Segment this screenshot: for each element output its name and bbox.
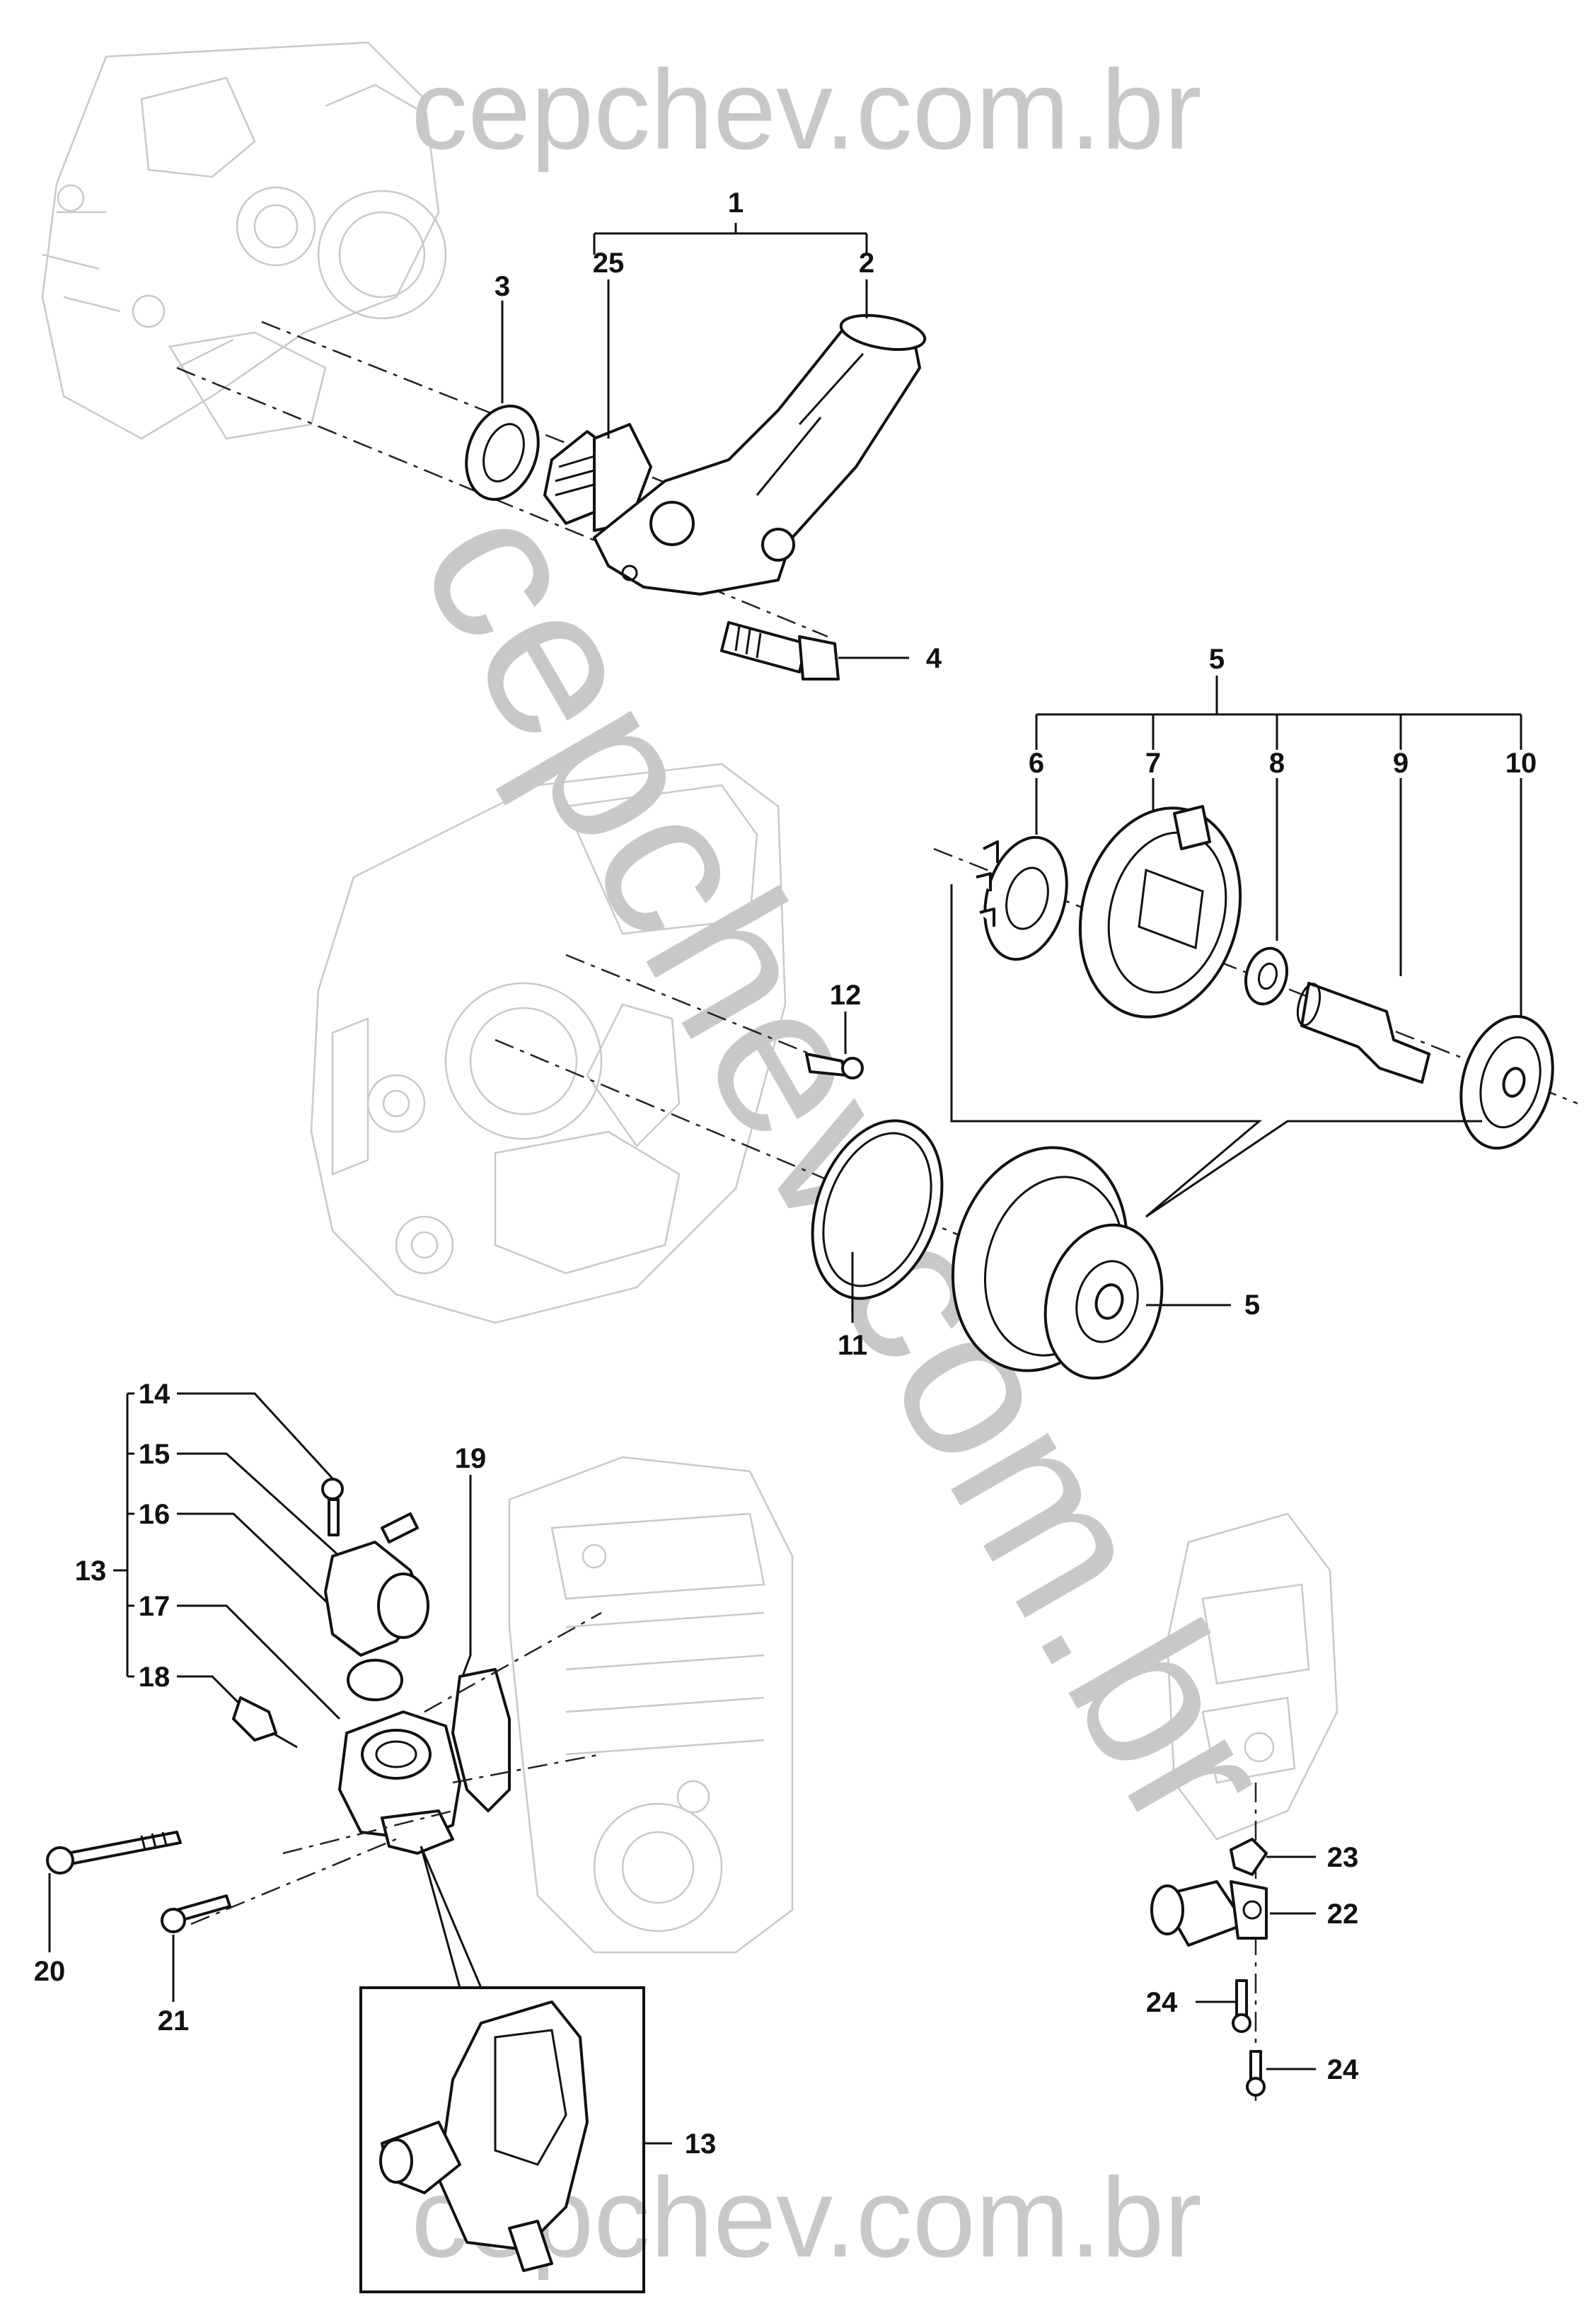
water-pump-assembly — [951, 1146, 1164, 1380]
callout-19: 19 — [455, 1443, 487, 1474]
callout-24-b: 24 — [1327, 2054, 1359, 2085]
thermostat-pipe-group — [176, 223, 927, 680]
pump-housing — [1078, 805, 1242, 1019]
callout-5-pump: 5 — [1244, 1290, 1260, 1321]
engine-block-lower-ghost — [508, 1456, 794, 1954]
screw — [805, 1053, 864, 1079]
thermostat-housing — [338, 1710, 461, 1855]
bearing-seal — [1244, 946, 1288, 1006]
screw — [321, 1478, 344, 1536]
callout-25: 25 — [593, 248, 625, 279]
pulley — [1459, 1014, 1554, 1150]
bolt — [1232, 1979, 1251, 2033]
callout-15: 15 — [139, 1439, 170, 1470]
impeller — [976, 835, 1068, 961]
thermostat-cover — [324, 1512, 429, 1657]
bolt — [1246, 2050, 1266, 2097]
thermostat-housing-pipe — [593, 313, 927, 596]
water-pump-assembled-group — [495, 954, 1231, 1380]
callout-2: 2 — [859, 248, 874, 279]
callout-9: 9 — [1393, 748, 1409, 779]
callout-23: 23 — [1327, 1842, 1359, 1873]
callout-16: 16 — [139, 1499, 170, 1530]
sensor — [232, 1696, 298, 1749]
engine-block-top-ghost — [41, 41, 447, 440]
bracket-area-ghost — [1166, 1512, 1338, 1841]
coolant-pipe-bracket — [1150, 1880, 1268, 1947]
callout-13-group: 13 — [75, 1556, 107, 1587]
thermostat-housing-inset — [359, 1846, 672, 2293]
gasket — [451, 1668, 511, 1812]
pump-shaft — [1296, 982, 1430, 1084]
o-ring — [347, 1659, 403, 1701]
long-bolt — [46, 1831, 182, 1875]
callout-24-a: 24 — [1146, 1987, 1178, 2018]
callout-3: 3 — [495, 271, 510, 302]
callout-4: 4 — [926, 643, 942, 674]
o-ring — [811, 1119, 944, 1300]
water-pump-exploded-group — [933, 676, 1578, 1218]
engine-block-middle-ghost — [310, 763, 787, 1324]
bolt — [720, 621, 840, 680]
callout-20: 20 — [34, 1956, 66, 1987]
callout-14: 14 — [139, 1379, 170, 1410]
thermostat-housing-group — [46, 1392, 602, 2002]
callout-11: 11 — [838, 1330, 867, 1361]
callout-8: 8 — [1269, 748, 1285, 779]
callout-21: 21 — [158, 2005, 190, 2037]
seal-ring — [465, 405, 540, 501]
callout-7: 7 — [1145, 748, 1161, 779]
callout-13-inset: 13 — [685, 2128, 717, 2160]
callout-5-group: 5 — [1209, 644, 1225, 675]
watermark-top: cepchev.com.br — [411, 46, 1202, 173]
callout-18: 18 — [139, 1662, 170, 1693]
callout-6: 6 — [1029, 748, 1044, 779]
callout-10: 10 — [1505, 748, 1537, 779]
callout-12: 12 — [830, 980, 862, 1011]
callout-22: 22 — [1327, 1899, 1359, 1930]
coolant-pipe-bracket-group — [1150, 1783, 1316, 2101]
short-bolt — [161, 1894, 231, 1933]
callout-1: 1 — [728, 187, 744, 219]
callout-17: 17 — [139, 1591, 170, 1622]
